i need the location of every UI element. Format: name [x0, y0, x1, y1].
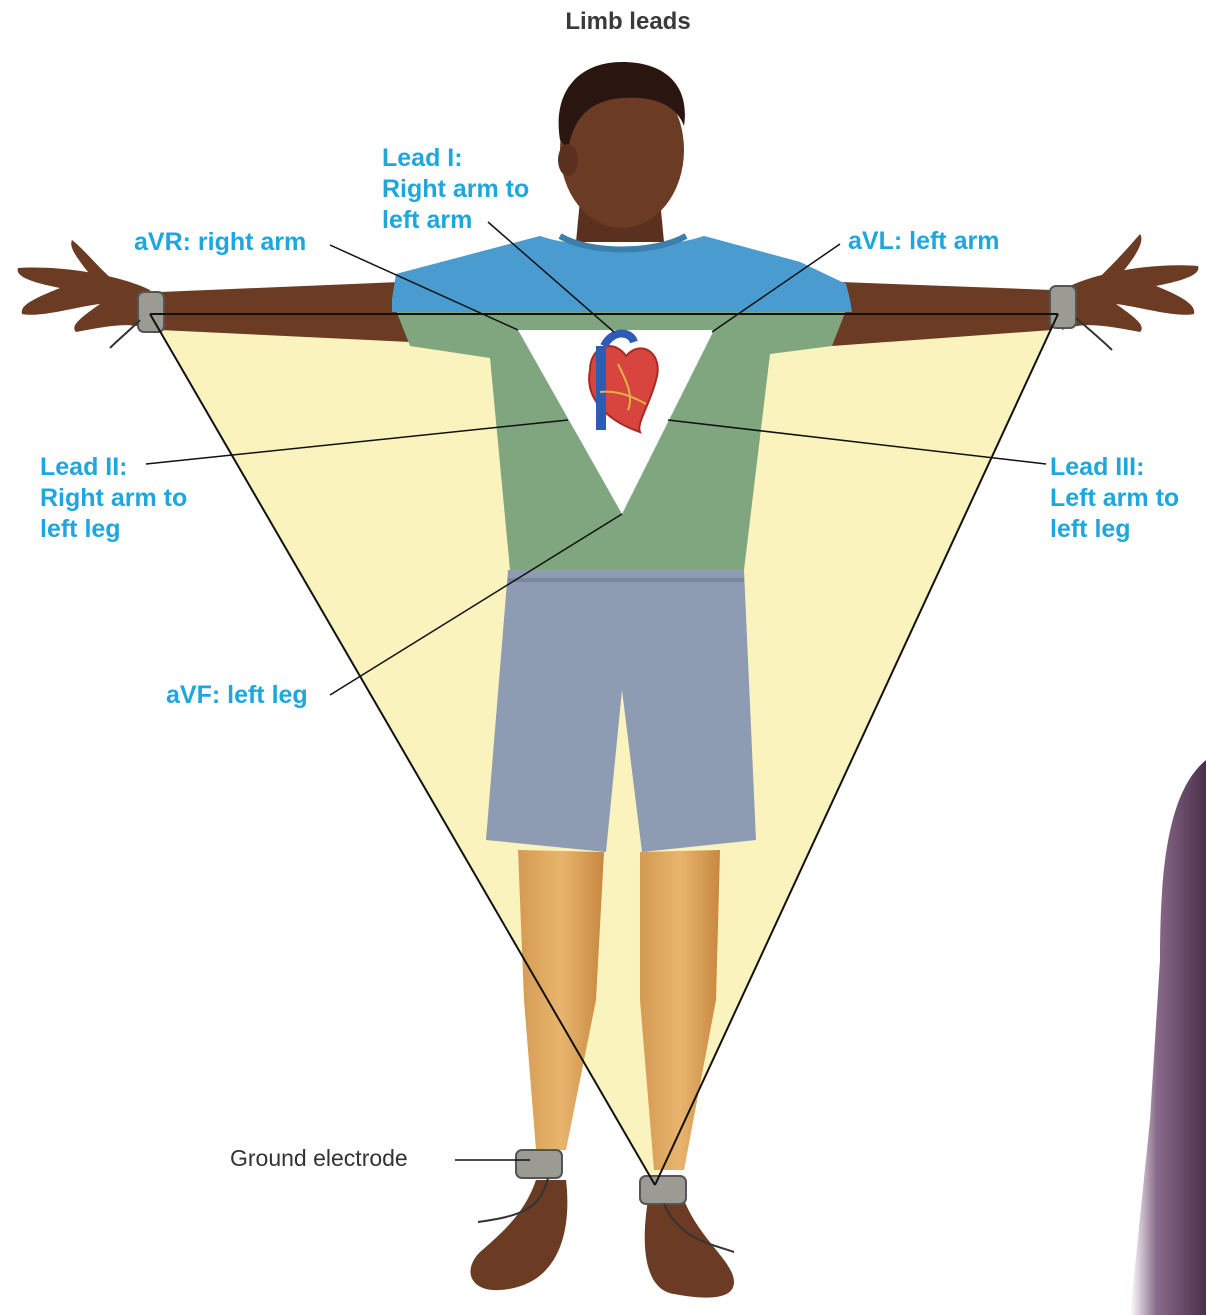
left-ankle-electrode: [640, 1176, 686, 1204]
right-leg: [518, 850, 604, 1150]
label-avf: aVF: left leg: [166, 680, 308, 711]
left-leg: [640, 850, 720, 1170]
left-hand: [1062, 265, 1198, 332]
label-avr: aVR: right arm: [134, 227, 306, 258]
label-lead-iii: Lead III: Left arm to left leg: [1050, 452, 1179, 545]
label-avl: aVL: left arm: [848, 226, 999, 257]
right-hand: [18, 267, 150, 332]
left-foot: [645, 1200, 734, 1298]
adjacent-figure-shoulder: [1130, 760, 1206, 1315]
label-ground-electrode: Ground electrode: [230, 1143, 408, 1174]
label-lead-i: Lead I: Right arm to left arm: [382, 143, 529, 236]
right-wrist-electrode: [138, 292, 164, 332]
ground-electrode-band: [516, 1150, 562, 1178]
label-lead-ii: Lead II: Right arm to left leg: [40, 452, 187, 545]
diagram-title: Limb leads: [0, 8, 1206, 36]
ear: [558, 144, 578, 176]
right-foot: [470, 1180, 567, 1290]
